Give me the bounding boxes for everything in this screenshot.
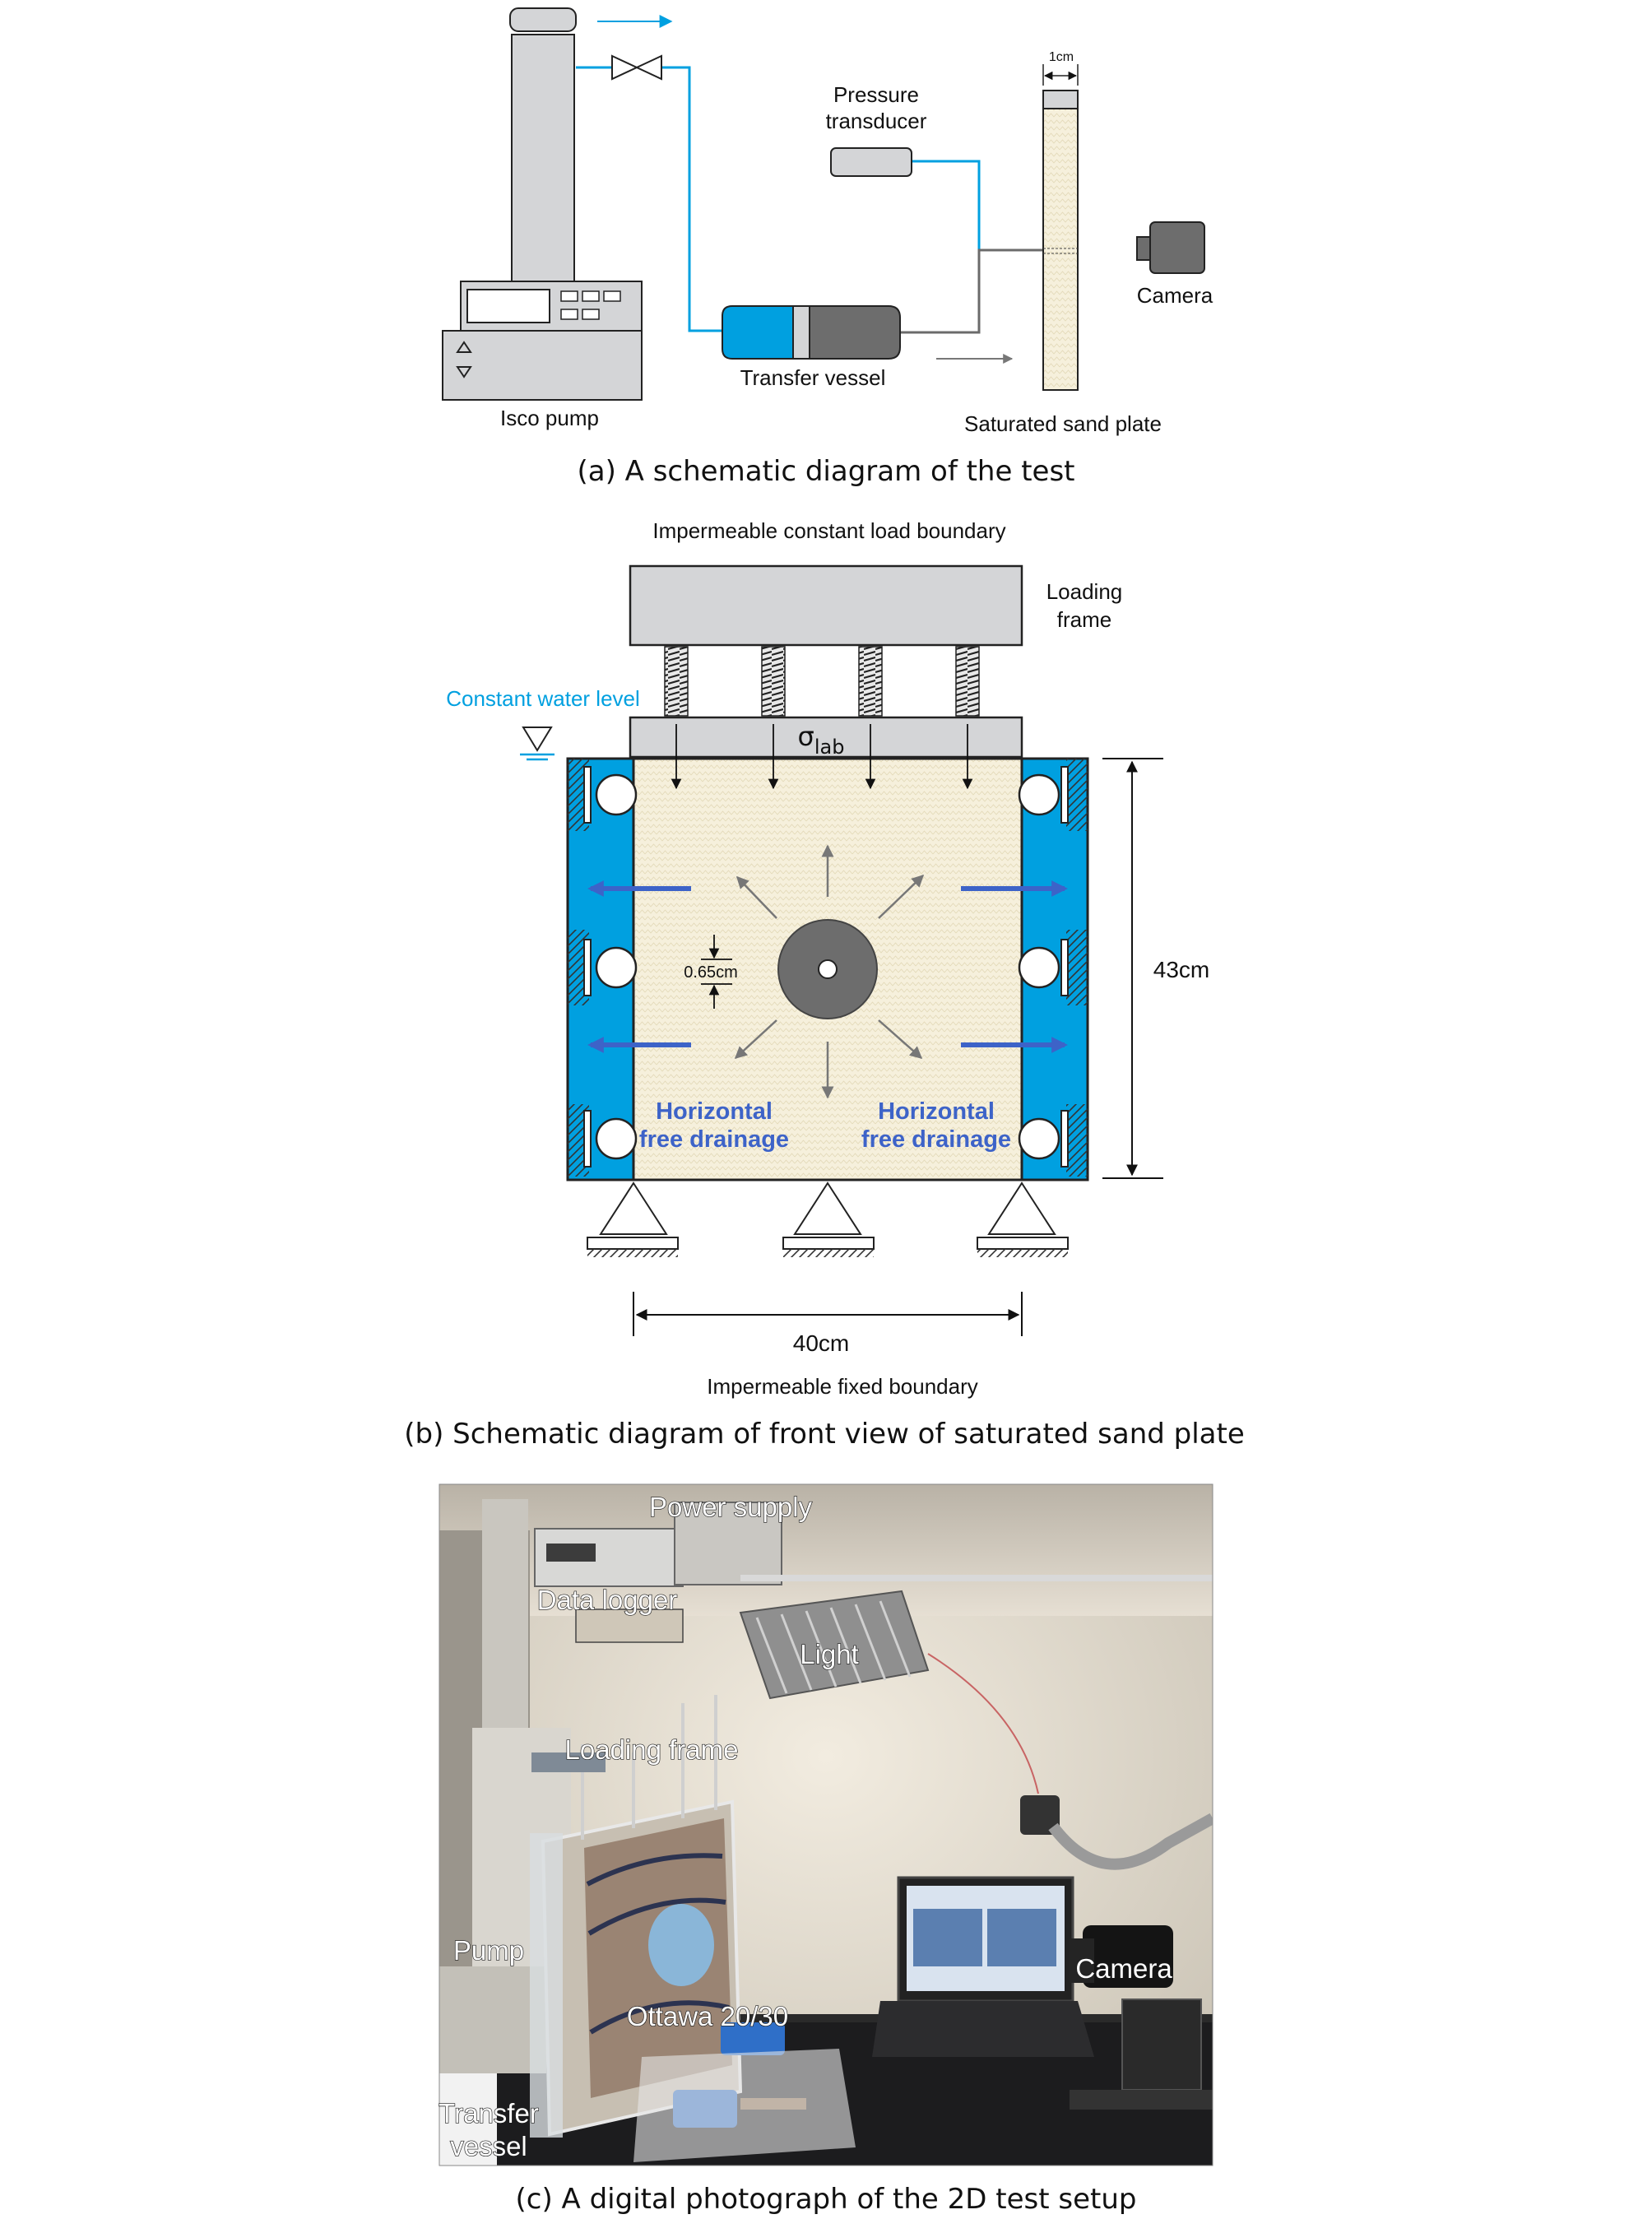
water-level-icon bbox=[520, 727, 555, 761]
width-dimension bbox=[633, 1292, 1023, 1336]
pressure-transducer-label-2: transducer bbox=[826, 109, 927, 133]
pressure-transducer-label-1: Pressure bbox=[833, 82, 919, 107]
sand-label: Ottawa 20/30 bbox=[627, 2001, 788, 2031]
loading-frame-label-1: Loading bbox=[1046, 579, 1123, 604]
sand-plate-side bbox=[1042, 90, 1079, 391]
photo-scene bbox=[439, 1484, 1213, 2166]
caption-a: (a) A schematic diagram of the test bbox=[577, 455, 1074, 488]
drain-left-label-1: Horizontal bbox=[656, 1098, 773, 1125]
light-label: Light bbox=[800, 1639, 859, 1669]
panel-a-schematic: Isco pump Transfer vessel Pressure trans… bbox=[442, 7, 1213, 488]
sigma-lab-label: σlab bbox=[798, 721, 845, 759]
water-line bbox=[576, 66, 981, 332]
camera-icon bbox=[1136, 221, 1205, 274]
drainage-arrows bbox=[587, 880, 1068, 1053]
spacing-indicator bbox=[701, 935, 732, 1009]
load-arrows bbox=[671, 724, 973, 790]
power-supply-label: Power supply bbox=[649, 1492, 813, 1522]
transfer-vessel-photo-label-1: Transfer bbox=[439, 2098, 539, 2128]
spacing-label: 0.65cm bbox=[684, 963, 738, 982]
top-boundary-label: Impermeable constant load boundary bbox=[652, 518, 1005, 543]
drain-left-label-2: free drainage bbox=[639, 1126, 789, 1153]
transfer-vessel-label: Transfer vessel bbox=[740, 365, 886, 390]
injection-hole bbox=[818, 959, 838, 979]
loading-frame-photo-label: Loading frame bbox=[565, 1734, 739, 1765]
transfer-vessel bbox=[722, 305, 901, 360]
caption-b: (b) Schematic diagram of front view of s… bbox=[404, 1418, 1245, 1451]
height-label: 43cm bbox=[1153, 957, 1209, 982]
data-logger-label: Data logger bbox=[537, 1585, 678, 1615]
drain-right-label-1: Horizontal bbox=[878, 1098, 995, 1125]
isco-pump-label: Isco pump bbox=[500, 406, 599, 430]
drain-right-label-2: free drainage bbox=[861, 1126, 1011, 1153]
width-label: 40cm bbox=[793, 1330, 849, 1356]
scale-bar bbox=[1042, 64, 1079, 86]
loading-frame bbox=[629, 564, 1023, 647]
camera-label: Camera bbox=[1137, 283, 1213, 308]
height-dimension bbox=[1102, 758, 1163, 1179]
outlet-line bbox=[898, 248, 1043, 334]
load-plate bbox=[629, 716, 1023, 759]
radial-flow-arrows bbox=[734, 844, 925, 1099]
pin-supports bbox=[587, 1181, 1069, 1257]
bottom-boundary-label: Impermeable fixed boundary bbox=[707, 1374, 978, 1399]
valve-icon bbox=[611, 54, 662, 81]
panel-b-schematic: Impermeable constant load boundary Loadi… bbox=[404, 518, 1245, 1451]
sand-plate-label: Saturated sand plate bbox=[964, 411, 1162, 436]
caption-c: (c) A digital photograph of the 2D test … bbox=[516, 2183, 1137, 2216]
loading-frame-label-2: frame bbox=[1057, 607, 1111, 632]
panel-c-photograph: Power supply Data logger Light Loading f… bbox=[439, 1483, 1213, 2216]
pump-label: Pump bbox=[453, 1935, 524, 1966]
water-level-label: Constant water level bbox=[446, 686, 640, 711]
threaded-rods bbox=[664, 646, 980, 717]
transfer-vessel-photo-label-2: vessel bbox=[450, 2131, 527, 2161]
camera-photo-label: Camera bbox=[1075, 1953, 1172, 1984]
roller-supports bbox=[568, 759, 1088, 1177]
pressure-transducer bbox=[830, 147, 912, 177]
scale-label: 1cm bbox=[1049, 50, 1074, 64]
isco-pump bbox=[442, 7, 643, 401]
